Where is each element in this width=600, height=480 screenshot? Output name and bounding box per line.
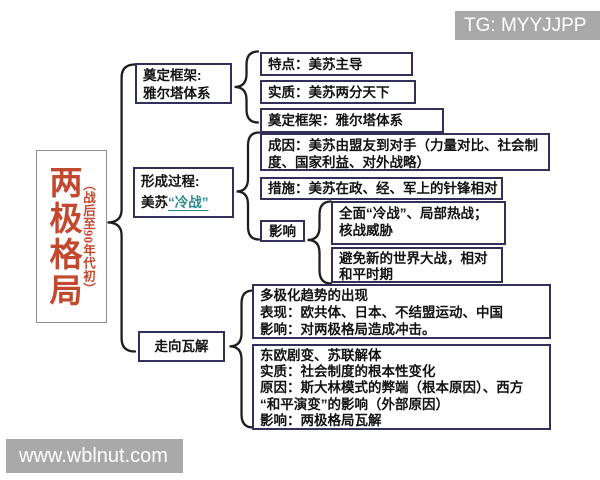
brace-formation-children [235, 131, 260, 241]
leaf-impact-hotwar: 全面“冷战”、局部热战； 核战威胁 [331, 201, 506, 245]
leaf-collapse-multipolar: 多极化趋势的出现 表现：欧共体、日本、不结盟运动、中国 影响：对两极格局造成冲击… [252, 284, 551, 339]
node-impact: 影响 [260, 220, 305, 242]
leaf-framework-yalta: 奠定框架：雅尔塔体系 [260, 108, 444, 133]
leaf-formation-measures: 措施：美苏在政、经、军上的针锋相对 [260, 177, 503, 200]
watermark-site-text: www.wblnut.com [19, 444, 168, 467]
node-collapse: 走向瓦解 [138, 331, 225, 362]
brace-root-to-branches [106, 63, 136, 353]
node-formation-coldwar-highlight: “冷战” [168, 195, 209, 210]
leaf-framework-feature: 特点：美苏主导 [260, 52, 413, 76]
leaf-formation-cause: 成因：美苏由盟友到对手（力量对比、社会制度、国家利益、对外战略） [260, 133, 550, 171]
watermark-site-badge: www.wblnut.com [6, 439, 183, 473]
root-title-main: 两极格局 [44, 164, 80, 309]
watermark-tg-text: TG: MYYJJPP [464, 14, 587, 36]
node-formation-line2-prefix: 美苏 [141, 195, 168, 210]
brace-impact-children [306, 200, 332, 285]
leaf-collapse-disintegration: 东欧剧变、苏联解体 实质：社会制度的根本性变化 原因：斯大林模式的弊端（根本原因… [252, 344, 551, 430]
root-title-sub: （战后至90年代初） [81, 177, 95, 296]
node-formation-line1: 形成过程: [141, 174, 200, 189]
leaf-impact-peace: 避免新的世界大战，相对 和平时期 [331, 247, 503, 283]
root-title-box: 两极格局 （战后至90年代初） [36, 150, 107, 323]
watermark-tg-badge: TG: MYYJJPP [455, 11, 600, 40]
leaf-framework-essence: 实质：美苏两分天下 [260, 80, 416, 104]
node-framework: 奠定框架: 雅尔塔体系 [135, 63, 232, 104]
brace-collapse-children [228, 289, 254, 429]
node-formation: 形成过程: 美苏“冷战” [133, 167, 234, 218]
brace-framework-children [233, 50, 259, 124]
